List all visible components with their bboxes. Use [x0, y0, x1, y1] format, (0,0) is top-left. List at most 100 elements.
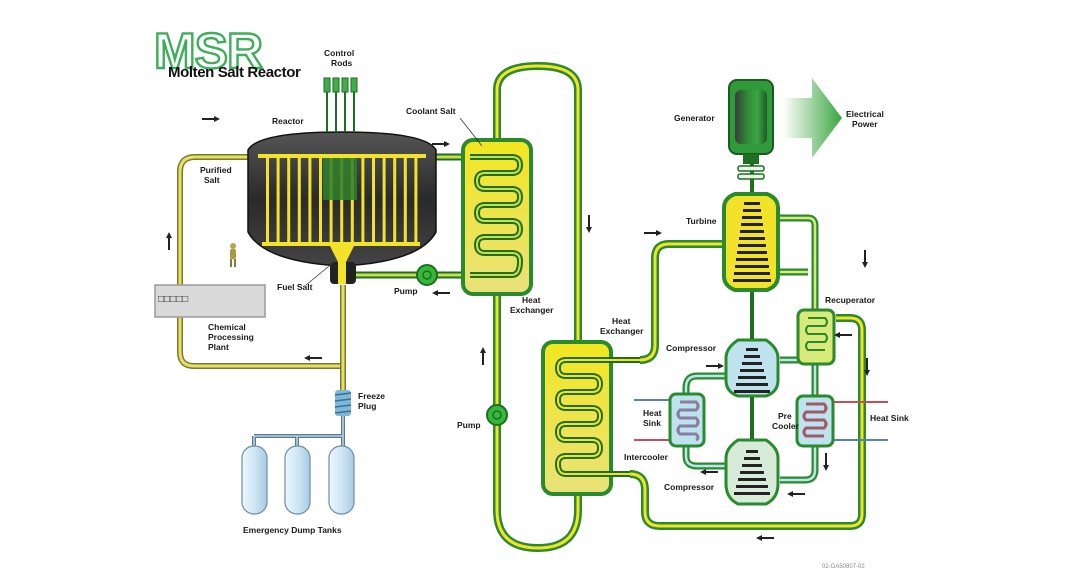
dump-tank-manifold	[252, 416, 345, 450]
label-heat-exchanger-primary-2: Exchanger	[510, 305, 554, 315]
flow-arrow-down	[862, 250, 868, 268]
secondary-heat-exchanger	[541, 340, 640, 496]
flow-arrow-right	[202, 116, 220, 122]
intercooler	[634, 392, 706, 448]
label-reactor: Reactor	[272, 116, 304, 126]
turbine-blade	[736, 258, 768, 261]
fuel-channel	[266, 158, 269, 244]
primary-pump	[416, 264, 438, 286]
control-rod-head	[323, 77, 331, 93]
label-purified-salt-2: Salt	[204, 175, 220, 185]
flow-arrow-up	[480, 347, 486, 365]
label-heat-sink-left-2: Sink	[643, 418, 661, 428]
compressor-blade	[746, 348, 758, 351]
label-pre-cooler-2: Cooler	[772, 421, 800, 431]
compressor-blade	[742, 464, 762, 467]
flow-arrow-down	[823, 453, 829, 471]
turbine-blade	[739, 237, 765, 240]
cooling-loop	[682, 356, 819, 484]
emergency-dump-tanks	[241, 445, 355, 515]
label-chemical-processing-3: Plant	[208, 342, 229, 352]
compressor-blade	[744, 355, 760, 358]
reactor-vessel	[247, 131, 437, 284]
control-rod-head	[341, 77, 349, 93]
turbine-blade	[738, 244, 766, 247]
gas-loop-hot	[629, 240, 866, 530]
label-compressor-lower: Compressor	[664, 482, 715, 492]
flow-arrow-left	[304, 355, 322, 361]
turbine-blade	[734, 272, 770, 275]
fuel-channel	[340, 158, 344, 244]
label-heat-exchanger-primary-1: Heat	[522, 295, 541, 305]
fuel-channel	[372, 158, 375, 244]
label-pre-cooler-1: Pre	[778, 411, 792, 421]
fuel-channel	[350, 158, 354, 244]
flow-arrows	[166, 116, 870, 541]
label-recuperator: Recuperator	[825, 295, 876, 305]
compressor-lower-blades	[734, 450, 770, 495]
turbine-blade	[742, 216, 762, 219]
label-freeze-plug-1: Freeze	[358, 391, 385, 401]
label-pump-primary: Pump	[394, 286, 418, 296]
pre-cooler	[795, 394, 888, 448]
title-subtitle: Molten Salt Reactor	[168, 64, 301, 81]
fuel-channel	[329, 158, 333, 244]
title-block: MSR Molten Salt Reactor	[153, 22, 302, 81]
control-rod-shaft	[335, 92, 337, 132]
dump-tank	[284, 445, 311, 515]
flow-arrow-left	[432, 290, 450, 296]
compressor-blade	[742, 362, 762, 365]
label-compressor-upper: Compressor	[666, 343, 717, 353]
control-rod-head	[332, 77, 340, 93]
label-electrical-power-1: Electrical	[846, 109, 884, 119]
compressor-blade	[738, 478, 766, 481]
control-rod-head	[350, 77, 358, 93]
reference-code: 02-GA50807-02	[822, 564, 865, 570]
compressor-blade	[736, 485, 768, 488]
dump-tank	[328, 445, 355, 515]
turbine-blades	[733, 202, 771, 282]
turbine	[722, 192, 780, 292]
compressor-blade	[740, 471, 764, 474]
control-rod-shaft	[344, 92, 346, 132]
label-fuel-salt: Fuel Salt	[277, 282, 313, 292]
flow-arrow-up	[166, 232, 172, 250]
label-freeze-plug-2: Plug	[358, 401, 376, 411]
person-scale-icon	[230, 243, 236, 267]
processing-plant-display: □□□□□	[158, 294, 188, 305]
compressor-blade	[734, 390, 770, 393]
fuel-channel	[382, 158, 386, 244]
label-chemical-processing-1: Chemical	[208, 322, 246, 332]
flow-arrow-right	[706, 363, 724, 369]
electrical-power-arrow	[783, 78, 842, 158]
fuel-channel	[308, 158, 312, 244]
label-purified-salt-1: Purified	[200, 165, 232, 175]
dump-tank	[241, 445, 268, 515]
flow-arrow-down	[864, 358, 870, 376]
turbine-blade	[743, 209, 761, 212]
label-heat-exchanger-secondary-2: Exchanger	[600, 326, 644, 336]
fuel-channel	[319, 158, 322, 244]
gas-loop-recuperator-link	[778, 214, 819, 310]
generator	[728, 79, 774, 180]
compressor-blade	[740, 369, 764, 372]
labels: Control Rods Reactor Purified Salt Fuel …	[200, 48, 909, 570]
label-control-rods-2: Rods	[331, 58, 353, 68]
label-chemical-processing-2: Processing	[208, 332, 254, 342]
flow-arrow-down	[586, 215, 592, 233]
flow-arrow-left	[787, 491, 805, 497]
fuel-channel	[361, 158, 365, 244]
label-turbine: Turbine	[686, 216, 717, 226]
primary-heat-exchanger	[461, 138, 533, 296]
flow-arrow-right	[432, 141, 450, 147]
flow-arrow-right	[644, 230, 662, 236]
label-coolant-salt: Coolant Salt	[406, 106, 456, 116]
fuel-channel	[297, 158, 301, 244]
label-emergency-dump-tanks: Emergency Dump Tanks	[243, 525, 342, 535]
compressor-upper	[724, 338, 780, 398]
compressor-upper-blades	[734, 348, 770, 393]
compressor-blade	[736, 383, 768, 386]
label-heat-exchanger-secondary-1: Heat	[612, 316, 631, 326]
